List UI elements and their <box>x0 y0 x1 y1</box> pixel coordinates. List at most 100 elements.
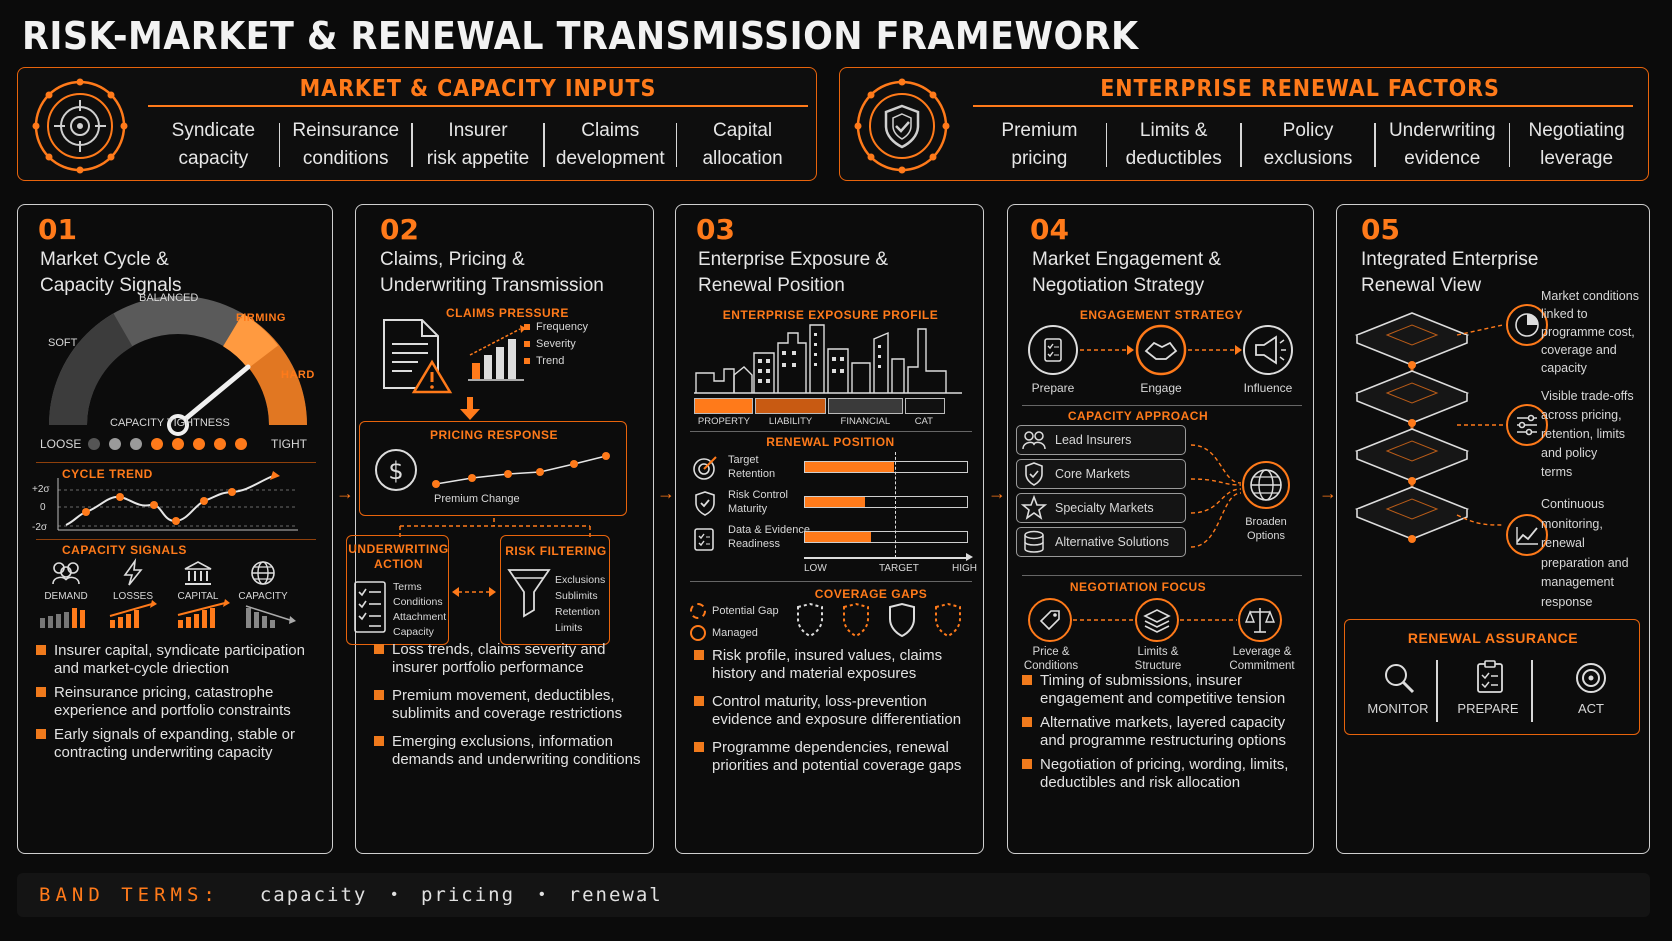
gauge-soft-label: SOFT <box>48 337 78 349</box>
axis-mid-label: 0 <box>40 502 46 513</box>
tightness-dot <box>88 438 100 450</box>
bullet-item: Timing of submissions, insurer engagemen… <box>1022 672 1306 708</box>
signal-mini-charts <box>40 599 320 630</box>
coverage-gaps-label: COVERAGE GAPS <box>814 587 928 601</box>
negotiation-limits: Limits &Structure <box>1134 646 1182 672</box>
step-number: 05 <box>1361 213 1400 246</box>
globe-icon <box>1241 460 1291 510</box>
panel-bullets: Insurer capital, syndicate participation… <box>36 642 326 762</box>
shield-icon <box>1017 462 1051 486</box>
panel-bullets: Timing of submissions, insurer engagemen… <box>1022 672 1306 792</box>
panel-title: Enterprise Exposure &Renewal Position <box>698 249 889 296</box>
bullet-item: Early signals of expanding, stable or co… <box>36 726 326 762</box>
axis-top-label: +2σ <box>32 484 50 495</box>
claims-pressure-label: CLAIMS PRESSURE <box>446 306 569 320</box>
bullet-item: Control maturity, loss-prevention eviden… <box>694 693 974 729</box>
capacity-gauge <box>48 296 308 445</box>
divider <box>1374 123 1376 167</box>
market-capacity-inputs-header: MARKET & CAPACITY INPUTS <box>299 76 657 102</box>
panel-title: Market Cycle &Capacity Signals <box>40 249 182 296</box>
target-icon <box>1575 662 1607 699</box>
band-term: capacity <box>259 884 368 906</box>
gauge-loose-label: LOOSE <box>40 437 82 451</box>
cycle-trend-label: CYCLE TREND <box>62 467 153 481</box>
scale-arrow-icon <box>966 553 973 561</box>
divider <box>278 123 281 167</box>
bullet-item: Reinsurance pricing, catastrophe experie… <box>36 684 326 720</box>
city-skyline-icon <box>694 323 964 395</box>
exposure-segment-label: LIABILITY <box>768 416 813 427</box>
target-icon <box>692 455 718 486</box>
tightness-dots <box>88 438 268 452</box>
engagement-engage: Engage <box>1140 381 1182 395</box>
tightness-dot <box>214 438 226 450</box>
solid-circle-icon <box>690 625 706 641</box>
panel-title: Claims, Pricing &Underwriting Transmissi… <box>380 249 604 296</box>
divider <box>1240 123 1242 167</box>
renewal-assurance-box: RENEWAL ASSURANCE MONITOR PREPARE ACT <box>1344 619 1640 735</box>
gauge-hard-label: HARD <box>281 369 315 381</box>
exposure-segment-label: CAT <box>914 416 933 427</box>
negotiation-icons <box>1024 597 1300 643</box>
filter-icon <box>507 566 551 623</box>
enterprise-renewal-factors-header: ENTERPRISE RENEWAL FACTORS <box>1100 76 1500 102</box>
exposure-segment <box>754 398 827 414</box>
signal-capital: CAPITAL <box>168 560 228 640</box>
tightness-dot <box>172 438 184 450</box>
band-terms-bar: BAND TERMS: capacity • pricing • renewal <box>17 873 1650 917</box>
magnifier-icon <box>1383 662 1415 699</box>
scale-target: TARGET <box>879 563 919 574</box>
tightness-dot <box>235 438 247 450</box>
step-number: 01 <box>38 213 77 246</box>
checklist-icon <box>1476 660 1504 699</box>
panel-claims-pricing: 02 Claims, Pricing &Underwriting Transmi… <box>346 204 654 854</box>
tightness-dot <box>151 438 163 450</box>
svg-text:$: $ <box>388 457 403 485</box>
checklist-icon <box>692 525 718 556</box>
capacity-option: Specialty Markets <box>1016 493 1186 523</box>
assurance-monitor: MONITOR <box>1367 701 1429 716</box>
divider <box>1022 405 1302 406</box>
globe-icon <box>251 561 275 585</box>
divider <box>1508 123 1511 167</box>
exposure-profile-bar <box>694 398 966 414</box>
exposure-segment-label: FINANCIAL <box>840 416 891 427</box>
divider <box>690 431 972 432</box>
shield-icon <box>852 76 952 176</box>
flow-arrow-icon: → <box>657 483 675 503</box>
assurance-act: ACT <box>1578 701 1604 716</box>
renewal-bar-fill <box>805 462 895 472</box>
premium-change-caption: Premium Change <box>434 493 520 505</box>
people-icon <box>52 562 80 585</box>
dollar-icon: $ <box>372 446 422 501</box>
band-term: pricing <box>420 884 516 906</box>
panel-bullets: Risk profile, insured values, claims his… <box>694 647 974 775</box>
gaps-legend: Potential Gap Managed <box>690 603 779 641</box>
tightness-dot <box>130 438 142 450</box>
gauge-firming-label: FIRMING <box>236 312 286 324</box>
bullet-item: Risk profile, insured values, claims his… <box>694 647 974 683</box>
renewal-bar-fill <box>805 532 872 542</box>
shield-icon <box>692 490 718 521</box>
panel-bullets: Loss trends, claims severity and insurer… <box>374 641 644 769</box>
exposure-segment-label: PROPERTY <box>697 416 750 427</box>
negotiation-leverage: Leverage &Commitment <box>1229 646 1295 672</box>
engagement-strategy-label: ENGAGEMENT STRATEGY <box>1079 308 1244 322</box>
divider <box>543 123 545 167</box>
target-icon <box>30 76 130 176</box>
